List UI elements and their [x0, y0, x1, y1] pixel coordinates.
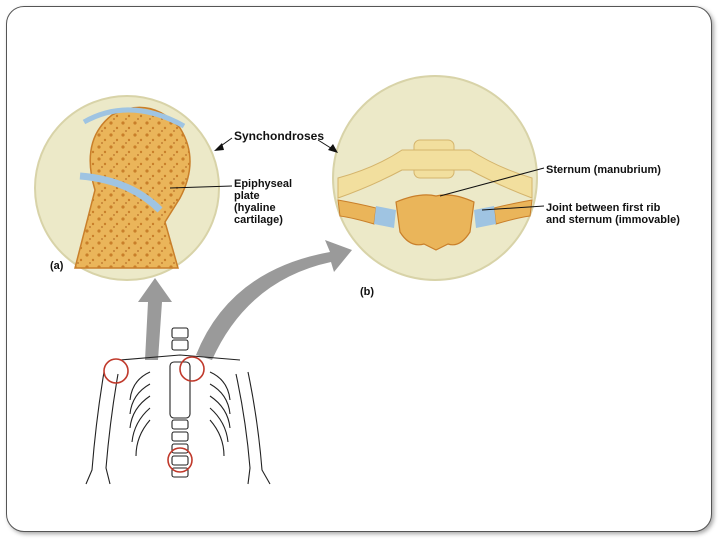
highlight-shoulder — [103, 358, 129, 384]
panel-a-label: (a) — [50, 260, 64, 272]
skeleton-outline — [85, 327, 271, 485]
sternum-leader-line — [439, 167, 545, 197]
synchondroses-label: Synchondroses — [234, 129, 325, 143]
panel-b-illustration — [332, 75, 545, 281]
epiphyseal-line-3: (hyaline — [234, 202, 276, 214]
highlight-vertebra — [167, 447, 193, 473]
ribs-upper — [337, 149, 533, 199]
manubrium — [395, 194, 475, 251]
costal-cartilage-right — [474, 206, 496, 228]
epiphyseal-line-1: Epiphyseal — [234, 178, 293, 190]
panel-b-label: (b) — [360, 286, 375, 298]
arrow-to-panel-a — [138, 278, 172, 360]
costal-cartilage-left — [374, 206, 396, 228]
epiphyseal-line-4: cartilage) — [234, 214, 283, 226]
sternum-label: Sternum (manubrium) — [546, 164, 661, 176]
joint-label: Joint between first rib and sternum (imm… — [546, 202, 686, 226]
joint-line-1: Joint between first rib — [546, 202, 661, 214]
epiphyseal-leader-line — [169, 185, 233, 189]
articular-cartilage — [82, 107, 186, 129]
arrow-to-panel-b — [196, 240, 352, 360]
joint-leader-line — [481, 205, 545, 211]
panel-a-illustration — [34, 95, 233, 281]
epiphyseal-plate-label: Epiphyseal plate (hyaline cartilage) — [234, 178, 324, 226]
right-arrowhead — [328, 144, 338, 153]
joint-line-2: and sternum (immovable) — [546, 214, 680, 226]
epiphyseal-plate-band — [79, 172, 163, 213]
epiphyseal-line-2: plate — [234, 190, 260, 202]
skeleton-highlights — [103, 356, 205, 473]
zoom-arrows — [138, 240, 352, 360]
highlight-first-rib — [179, 356, 205, 382]
left-arrowhead — [214, 143, 224, 151]
synchondroses-arrows — [214, 137, 338, 153]
